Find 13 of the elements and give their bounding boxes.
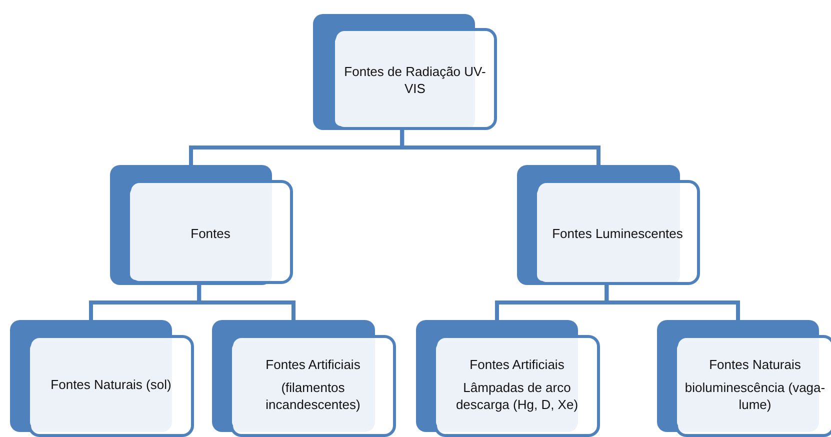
box-label: bioluminescência (vaga-lume): [684, 380, 826, 414]
box-label: Fontes Luminescentes: [552, 226, 683, 243]
box-label: Fontes Artificiais: [470, 357, 564, 374]
connector-line: [604, 285, 740, 320]
box-label: Fontes: [190, 226, 230, 242]
box-label: Lâmpadas de arco descarga (Hg, D, Xe): [454, 380, 580, 414]
box-label: (filamentos incandescentes): [264, 380, 362, 414]
connector-line: [400, 130, 600, 165]
connector-line: [197, 285, 296, 320]
box-label: Fontes Artificiais: [266, 357, 360, 374]
box-label: Fontes Naturais (sol): [50, 377, 172, 394]
box-label: Fontes Naturais: [709, 357, 801, 374]
box-label: Fontes de Radiação UV-VIS: [343, 64, 487, 98]
